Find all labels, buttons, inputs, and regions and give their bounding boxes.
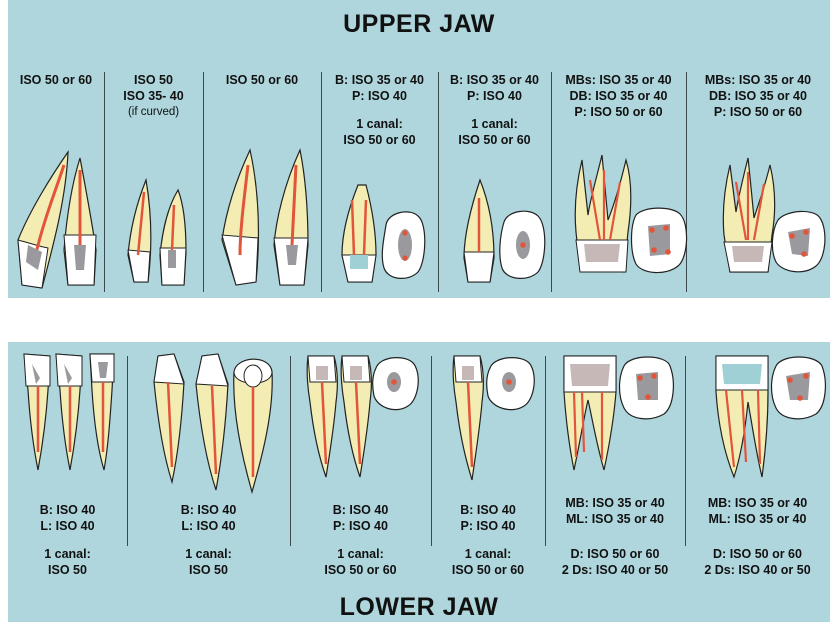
lower-first-premolar-occlusal (373, 358, 419, 410)
upper-central-incisor-front (64, 158, 96, 285)
lower-second-molar-occlusal (772, 357, 826, 419)
upper-canine-front (274, 150, 308, 285)
upper-teeth-illustration (8, 0, 830, 298)
upper-first-premolar-occlusal (382, 212, 424, 279)
upper-second-premolar-side (464, 180, 494, 282)
lower-canine-side (154, 354, 184, 482)
lower-incisor-front (90, 354, 114, 470)
lower-second-premolar-side (453, 356, 483, 480)
upper-jaw-panel: UPPER JAW ISO 50 or 60 ISO 50 ISO 35- 40… (8, 0, 830, 298)
upper-lateral-incisor-front (160, 190, 186, 285)
lower-first-molar-side (564, 356, 616, 470)
upper-second-premolar-occlusal (500, 211, 545, 278)
upper-central-incisor-side (18, 152, 68, 288)
lower-second-molar-side (716, 356, 768, 477)
lower-incisor-side (24, 354, 50, 470)
upper-second-molar-occlusal (772, 211, 825, 271)
lower-first-premolar-side-2 (341, 356, 371, 477)
upper-first-premolar-side (342, 185, 376, 282)
upper-canine-side (222, 150, 258, 285)
lower-incisor-side-2 (56, 354, 82, 470)
lower-canine-front (234, 359, 272, 492)
lower-teeth-illustration (8, 342, 830, 622)
upper-first-molar-side (575, 155, 631, 272)
lower-first-premolar-side (307, 356, 337, 477)
lower-second-premolar-occlusal (487, 358, 535, 410)
upper-lateral-incisor-side (128, 180, 151, 282)
lower-jaw-panel: LOWER JAW B: ISO 40 L: ISO 40 1 canal: I… (8, 342, 830, 622)
upper-second-molar-side (723, 158, 775, 272)
lower-first-molar-occlusal (620, 357, 674, 419)
upper-first-molar-occlusal (632, 208, 687, 272)
lower-canine-side-2 (196, 354, 228, 490)
